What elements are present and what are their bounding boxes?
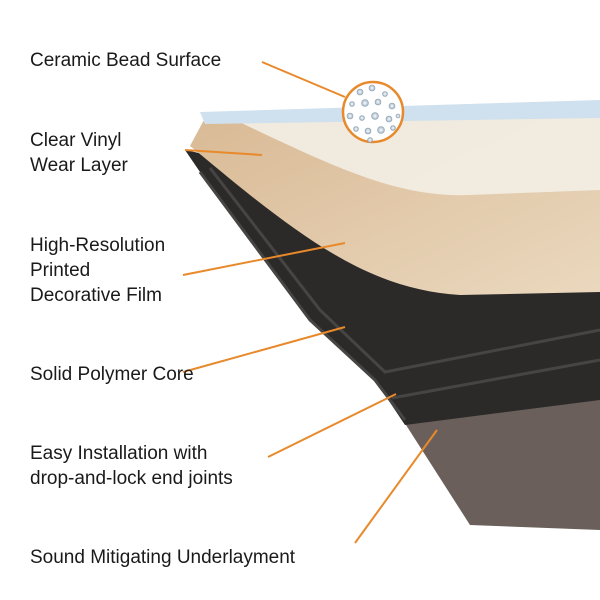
label-line: Printed [30,260,91,281]
label-line: Sound Mitigating Underlayment [30,547,296,568]
label-line: Decorative Film [30,285,162,306]
label-line: drop-and-lock end joints [30,468,233,489]
wear-layer [235,106,600,196]
leader-lines [182,61,438,544]
label-line: Solid Polymer Core [30,364,194,385]
label-line: Wear Layer [30,155,128,176]
label-solid-polymer-core: Solid Polymer Core [30,362,194,387]
label-line: Ceramic Bead Surface [30,50,222,71]
label-ceramic-bead-surface: Ceramic Bead Surface [30,48,221,73]
label-sound-mitigating-underlayment: Sound Mitigating Underlayment [30,545,295,570]
label-line: Easy Installation with [30,443,208,464]
label-easy-installation: Easy Installation with drop-and-lock end … [30,441,233,491]
bead-magnifier [341,80,405,144]
label-line: Clear Vinyl [30,130,122,151]
lock-joint-ridges [198,167,600,421]
label-line: High-Resolution [30,235,166,256]
